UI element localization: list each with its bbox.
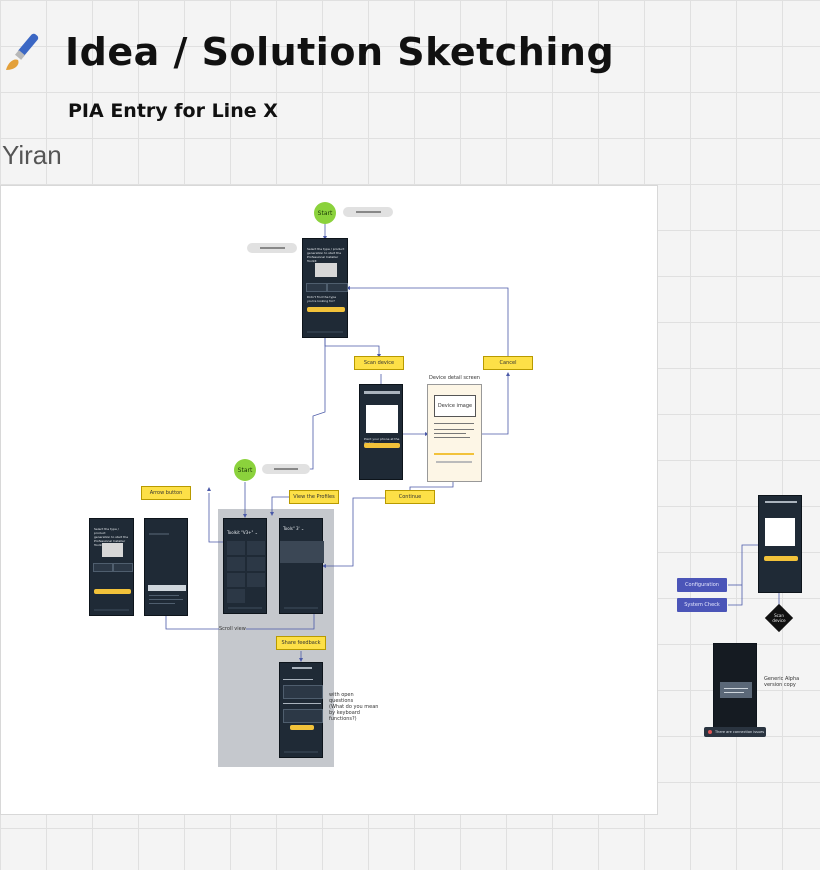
- sticky-cancel[interactable]: Cancel: [483, 356, 533, 370]
- device-image-box: Device image: [434, 395, 476, 417]
- sticky-continue[interactable]: Continue: [385, 490, 435, 504]
- error-icon: [708, 730, 712, 734]
- scroll-view-label: Scroll view: [219, 626, 246, 632]
- generic-note: Generic Alpha version copy: [764, 676, 800, 688]
- placeholder-pill: [247, 243, 297, 253]
- toast-text: There are connection issues: [715, 730, 765, 734]
- start-node: Start: [234, 459, 256, 481]
- page-title: Idea / Solution Sketching: [65, 30, 615, 74]
- sticky-share-feedback[interactable]: Share feedback: [276, 636, 326, 650]
- phone-screen-profiles: Tools" 3' ⌄: [279, 518, 324, 614]
- configuration-button[interactable]: Configuration: [677, 578, 727, 592]
- paintbrush-icon: [0, 30, 46, 76]
- sticky-view-profiles[interactable]: View the Profiles: [289, 490, 339, 504]
- phone-screen-loading: [713, 643, 757, 733]
- start-node: Start: [314, 202, 336, 224]
- phone-screen-info: [144, 518, 188, 616]
- sticky-arrow-button[interactable]: Arrow button: [141, 486, 191, 500]
- phone-screen-feedback: [279, 662, 323, 758]
- placeholder-pill: [343, 207, 393, 217]
- page-subtitle: PIA Entry for Line X: [68, 100, 278, 122]
- connection-toast: There are connection issues: [704, 727, 766, 737]
- feedback-note: with open questions (What do you mean by…: [329, 692, 379, 722]
- system-check-button[interactable]: System Check: [677, 598, 727, 612]
- phone-screen-scan-right: [758, 495, 802, 593]
- decision-label: Scan device: [772, 613, 786, 623]
- sticky-scan-device[interactable]: Scan device: [354, 356, 404, 370]
- device-detail-label: Device detail screen: [429, 375, 480, 381]
- author-name: Yiran: [2, 140, 62, 170]
- placeholder-pill: [262, 464, 310, 474]
- phone-screen-scan: Point your phone at the device: [359, 384, 403, 480]
- phone-screen-tools: Toolkit "V3+" ⌄: [223, 518, 267, 614]
- device-detail-screen: Device image: [427, 384, 482, 482]
